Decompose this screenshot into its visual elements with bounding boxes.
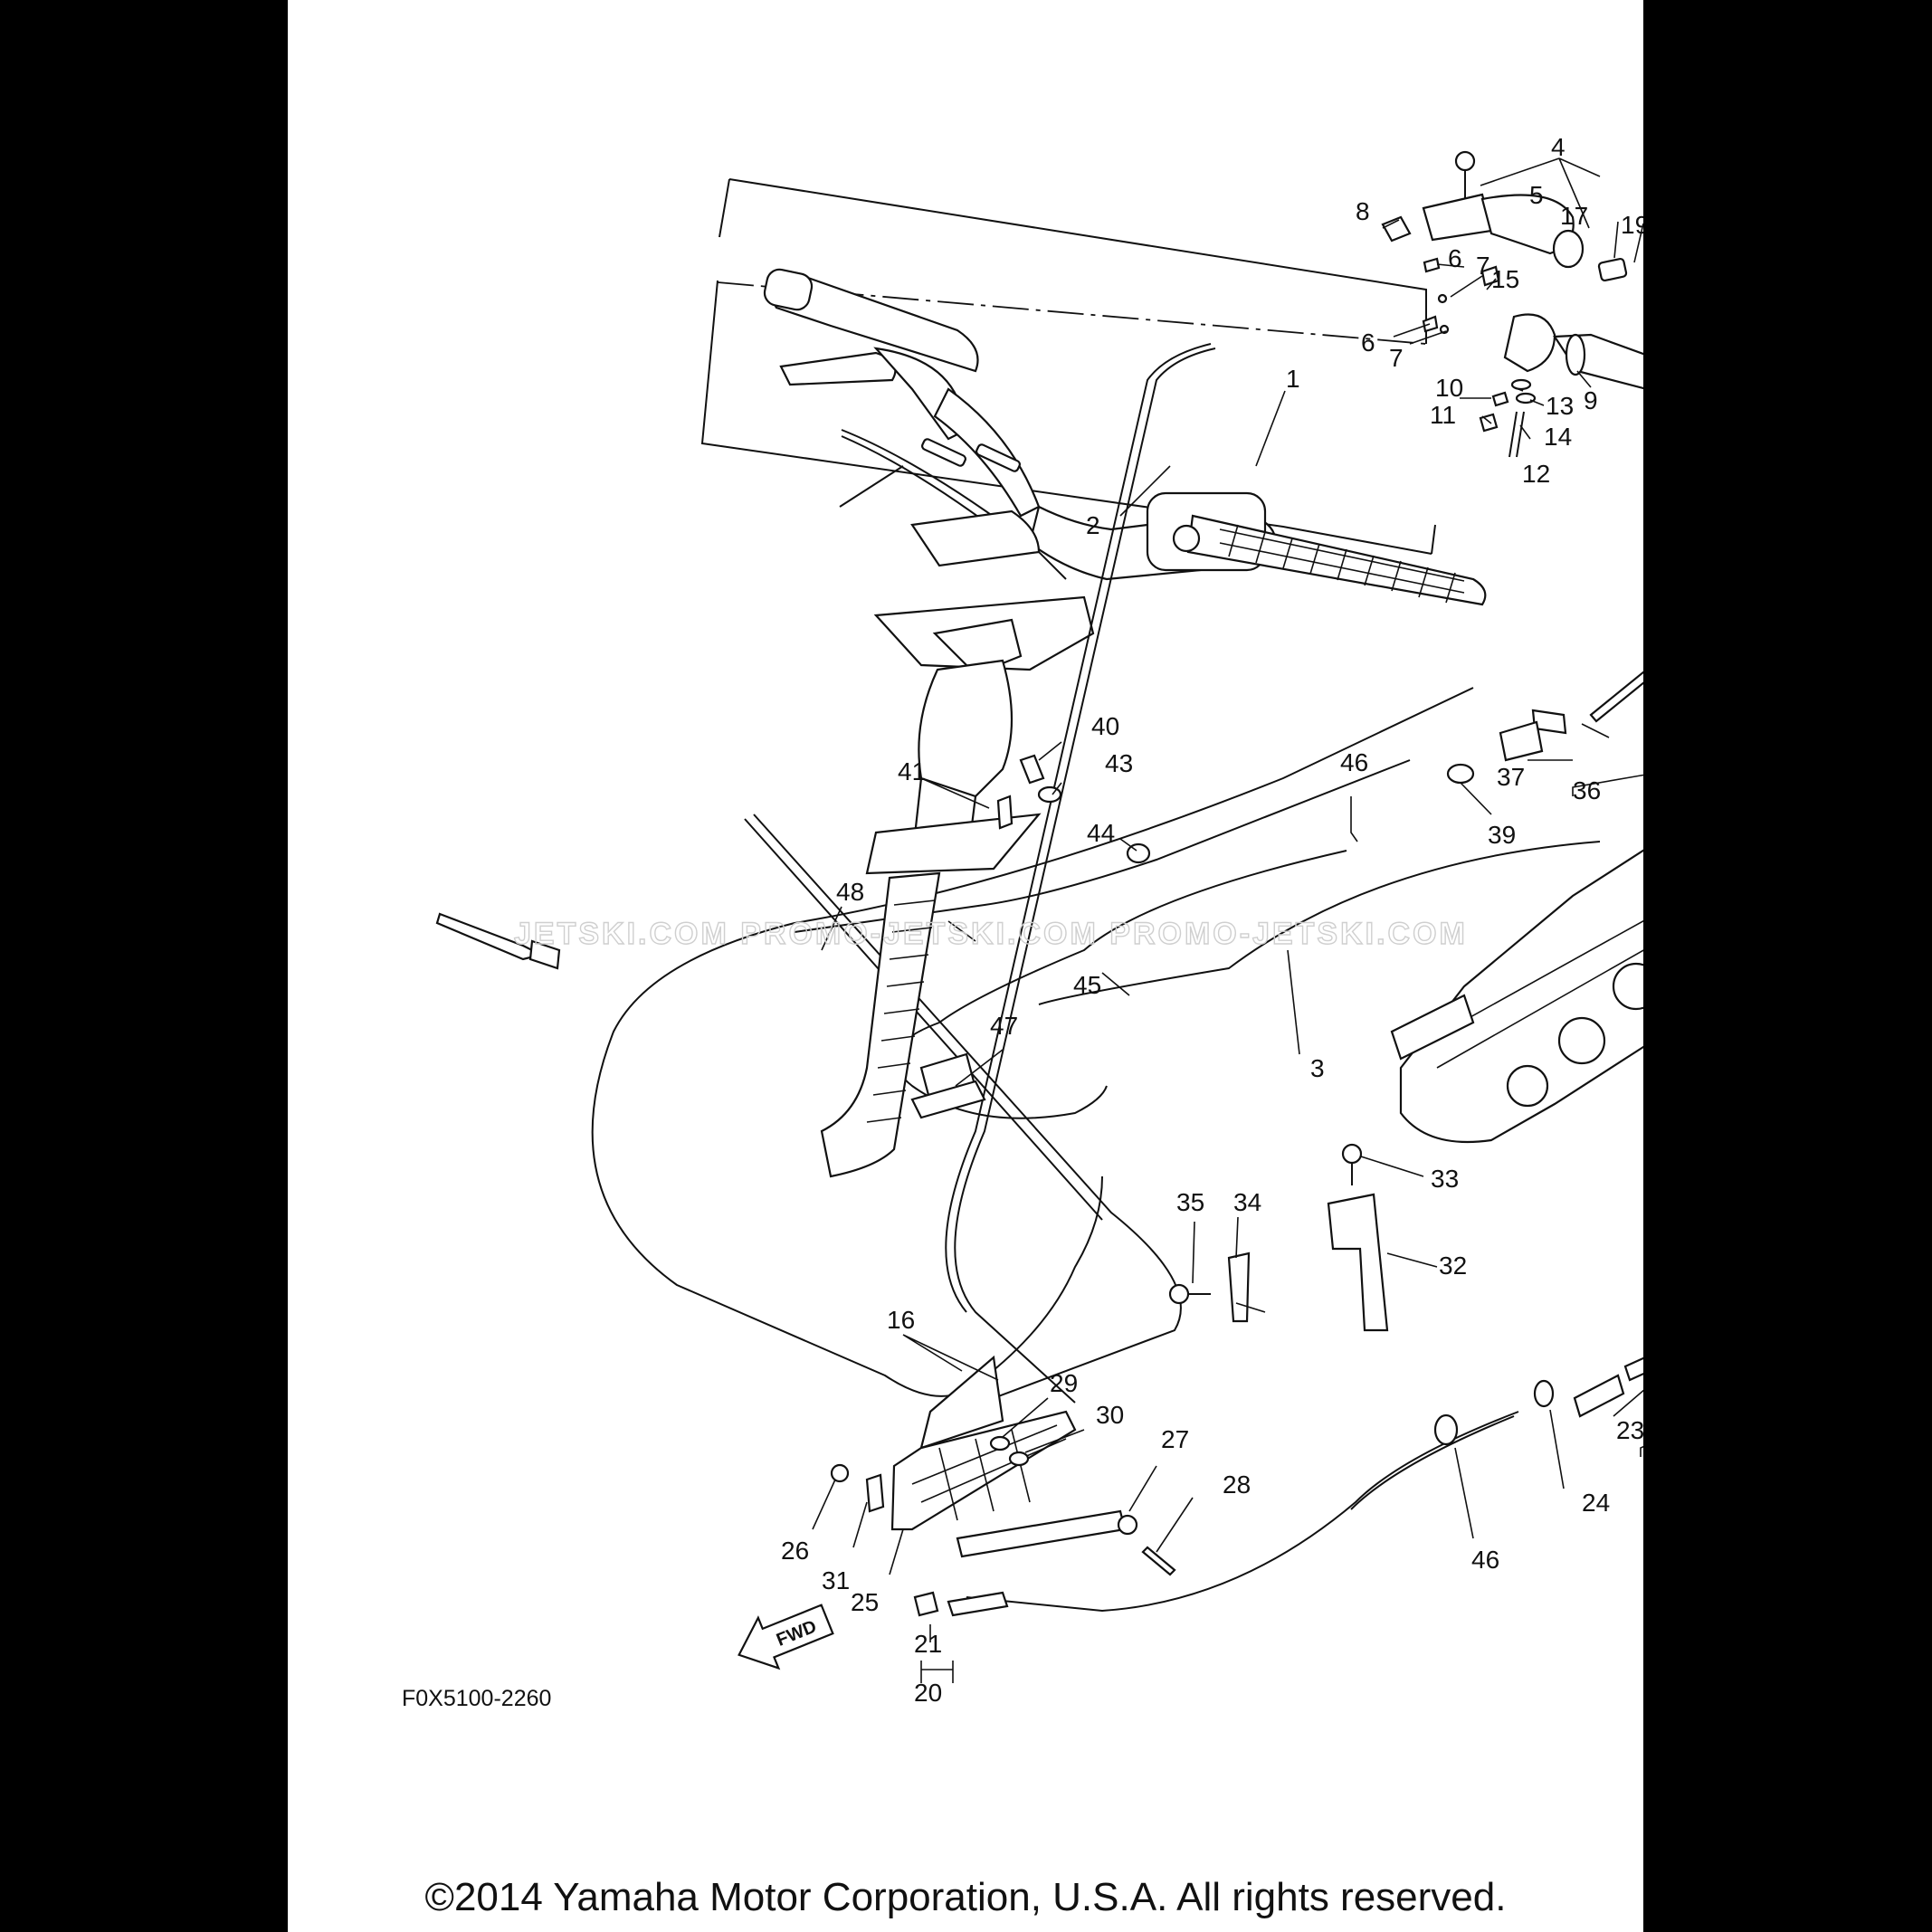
callout-label: 12: [1522, 460, 1550, 488]
steering-cable-diagram: FWD 1 2 3 4 5 6 6: [402, 133, 1643, 1711]
lower-parts: [830, 1355, 1643, 1617]
callout-label: 4: [1551, 133, 1566, 161]
callout-label: 14: [1544, 423, 1572, 451]
callout-label: 41: [898, 757, 926, 785]
callout-label: 10: [1435, 374, 1463, 402]
callout-label: 21: [914, 1630, 942, 1658]
forward-arrow: FWD: [738, 1604, 834, 1670]
grip-parts-upper: [1381, 150, 1628, 282]
callout-label: 15: [1491, 265, 1519, 293]
throttle-parts: [1422, 257, 1643, 458]
leader-lines: [812, 157, 1643, 1683]
callout-label: 36: [1573, 776, 1601, 804]
callout-label: 33: [1431, 1165, 1459, 1193]
figure-code: F0X5100-2260: [402, 1686, 551, 1711]
callout-label: 17: [1560, 202, 1588, 230]
callout-label: 7: [1476, 252, 1490, 280]
callout-labels: 1 2 3 4 5 6 6 7 7 8 9 10 11 12 13 14 15 …: [781, 133, 1643, 1707]
right-fittings: [1446, 671, 1643, 785]
callout-label: 46: [1471, 1546, 1499, 1574]
callout-label: 13: [1546, 392, 1574, 420]
callout-label: 30: [1096, 1401, 1124, 1429]
callout-label: 23: [1616, 1416, 1643, 1444]
callout-label: 16: [887, 1306, 915, 1334]
callout-label: 2: [1086, 511, 1100, 539]
bracket-parts: [1168, 1143, 1389, 1332]
callout-label: 35: [1176, 1188, 1204, 1216]
callout-label: 31: [822, 1566, 850, 1594]
callout-label: 47: [990, 1012, 1018, 1040]
callout-label: 32: [1439, 1252, 1467, 1280]
steering-column: [865, 509, 1095, 875]
callout-label: 37: [1497, 763, 1525, 791]
callout-label: 1: [1286, 365, 1300, 393]
copyright-notice: ©2014 Yamaha Motor Corporation, U.S.A. A…: [424, 1875, 1507, 1919]
callout-label: 34: [1233, 1188, 1261, 1216]
callout-label: 5: [1529, 181, 1544, 209]
callout-label: 40: [1091, 712, 1119, 740]
handlebar-assembly: [763, 268, 1487, 606]
callout-label: 8: [1356, 197, 1370, 225]
callout-label: 25: [851, 1588, 879, 1616]
callout-label: 19: [1621, 211, 1643, 239]
callout-label: 27: [1161, 1425, 1189, 1453]
watermark-text: JETSKI.COM PROMO-JETSKI.COM PROMO-JETSKI…: [514, 917, 1468, 951]
right-grip-knurl: [1219, 524, 1465, 604]
spiral-wrap: [820, 871, 941, 1178]
callout-label: 24: [1582, 1489, 1610, 1517]
callout-label: 44: [1087, 819, 1115, 847]
callout-label: 48: [836, 878, 864, 906]
callout-label: 6: [1361, 328, 1375, 357]
callout-label: 43: [1105, 749, 1133, 777]
callout-label: 46: [1340, 748, 1368, 776]
diagram-sheet: FWD 1 2 3 4 5 6 6: [288, 0, 1643, 1932]
callout-label: 45: [1073, 971, 1101, 999]
callout-label: 11: [1430, 401, 1456, 429]
callout-label: 39: [1488, 821, 1516, 849]
callout-label: 26: [781, 1537, 809, 1565]
cables: [591, 343, 1601, 1613]
callout-label: 29: [1050, 1369, 1078, 1397]
misc-small-parts: [435, 754, 1151, 1119]
callout-label: 20: [914, 1679, 942, 1707]
engine-block: [1390, 849, 1643, 1144]
callout-label: 6: [1448, 244, 1462, 272]
callout-label: 9: [1584, 386, 1598, 414]
callout-label: 28: [1223, 1470, 1251, 1499]
callout-label: 3: [1310, 1054, 1325, 1082]
callout-label: 7: [1389, 344, 1404, 372]
